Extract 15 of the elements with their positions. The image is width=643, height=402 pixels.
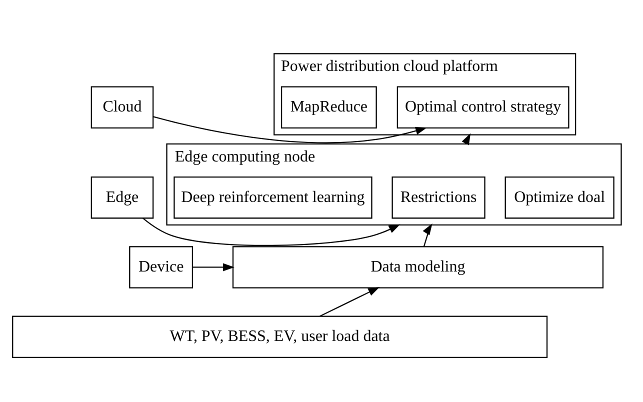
node-box: Optimize doal — [504, 176, 614, 219]
node-box: Optimal control strategy — [396, 86, 570, 128]
node-box: Data modeling — [232, 246, 604, 288]
node-box: Device — [129, 246, 194, 288]
node-box: Restrictions — [392, 176, 486, 219]
arrow — [320, 287, 380, 317]
arrow — [153, 116, 427, 144]
node-box: Deep reinforcement learning — [174, 176, 372, 219]
node-box: MapReduce — [280, 86, 377, 128]
arrow — [422, 224, 432, 247]
node-box: WT, PV, BESS, EV, user load data — [12, 316, 548, 358]
arrow — [142, 218, 400, 246]
node-box: Edge — [90, 176, 154, 219]
arrow — [192, 263, 234, 272]
node-box: Cloud — [90, 86, 154, 128]
